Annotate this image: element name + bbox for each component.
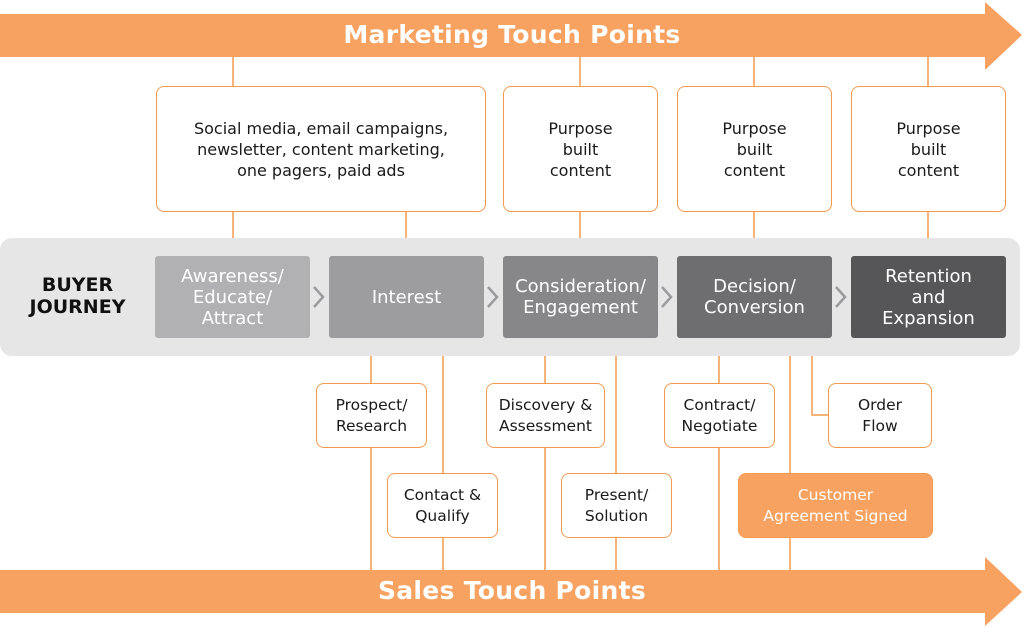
sales-box-present: Present/Solution — [561, 473, 672, 538]
marketing-box-channels: Social media, email campaigns,newsletter… — [156, 86, 486, 212]
stage-awareness: Awareness/Educate/Attract — [155, 256, 310, 338]
stage-interest: Interest — [329, 256, 484, 338]
marketing-arrow — [0, 2, 1022, 70]
marketing-touch-points-label: Marketing Touch Points — [343, 20, 681, 49]
sales-box-prospect: Prospect/Research — [316, 383, 427, 448]
sales-arrow — [0, 557, 1022, 626]
sales-box-contact: Contact &Qualify — [387, 473, 498, 538]
connector — [811, 338, 828, 416]
sales-box-contract: Contract/Negotiate — [664, 383, 775, 448]
sales-touch-points-label: Sales Touch Points — [377, 576, 647, 605]
stage-decision: Decision/Conversion — [677, 256, 832, 338]
stage-consideration: Consideration/Engagement — [503, 256, 658, 338]
sales-box-discovery: Discovery &Assessment — [486, 383, 605, 448]
